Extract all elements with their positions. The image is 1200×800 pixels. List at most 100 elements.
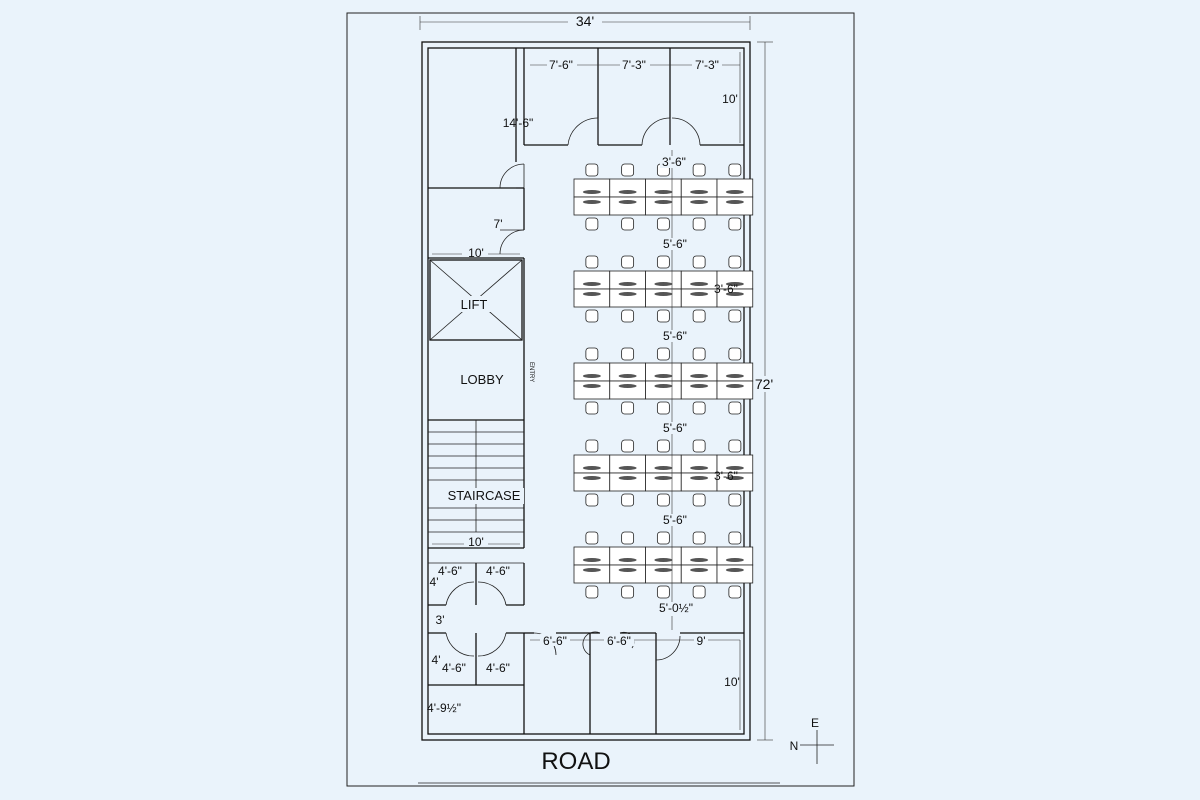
workstation-row: [573, 347, 754, 415]
toilet-block: 4'-6" 4'-6" 4' 3' 4' 4'-6" 4'-6" 4'-9½": [427, 562, 525, 715]
chair-icon: [728, 493, 742, 507]
monitor-icon: [725, 374, 744, 378]
chair-icon: [621, 309, 635, 323]
desk: [573, 362, 611, 382]
toilet-lower-right-width: 4'-6": [486, 661, 510, 675]
monitor-icon: [725, 292, 744, 296]
monitor-icon: [725, 190, 744, 194]
staircase-steps: [428, 420, 524, 533]
monitor-icon: [725, 568, 744, 572]
desk: [680, 196, 718, 216]
desk: [645, 178, 682, 198]
chair-icon: [728, 585, 742, 599]
monitor-icon: [690, 200, 709, 204]
chair-icon: [621, 163, 635, 177]
desk: [609, 546, 646, 566]
monitor-icon: [690, 384, 709, 388]
desk: [609, 564, 646, 584]
chair-icon: [585, 531, 599, 545]
chair-icon: [585, 585, 599, 599]
desk: [609, 270, 646, 290]
aisle-gap-3: 5'-6": [663, 421, 687, 435]
chair-icon: [621, 585, 635, 599]
monitor-icon: [582, 466, 601, 470]
overall-length-label: 72': [755, 376, 773, 392]
desk: [716, 472, 754, 492]
cabin-1-width: 7'-6": [549, 58, 573, 72]
monitor-icon: [654, 466, 673, 470]
toilet-lower-depth: 4': [432, 653, 441, 667]
monitor-icon: [582, 384, 601, 388]
lift-shaft: [429, 259, 523, 341]
chair-icon: [692, 493, 706, 507]
desk: [573, 178, 611, 198]
desk: [645, 270, 682, 290]
toilet-upper-depth: 4': [430, 575, 439, 589]
desk: [716, 288, 754, 308]
desk: [573, 270, 611, 290]
desk-depth-top: 3'-6": [662, 155, 686, 169]
monitor-icon: [618, 374, 637, 378]
desk: [573, 288, 611, 308]
chair-icon: [656, 217, 670, 231]
chair-icon: [692, 401, 706, 415]
chair-icon: [621, 255, 635, 269]
workstation-dimensions: 3'-6" 5'-6" 3'-6" 5'-6" 5'-6" 3'-6" 5'-6…: [654, 150, 738, 630]
desk: [680, 178, 718, 198]
monitor-icon: [582, 568, 601, 572]
monitor-icon: [654, 190, 673, 194]
chair-icon: [585, 309, 599, 323]
monitor-icon: [618, 200, 637, 204]
desk: [609, 288, 646, 308]
monitor-icon: [582, 292, 601, 296]
chair-icon: [692, 531, 706, 545]
desk: [680, 270, 718, 290]
monitor-icon: [618, 568, 637, 572]
chair-icon: [728, 531, 742, 545]
chair-icon: [692, 439, 706, 453]
desk: [716, 380, 754, 400]
desk: [609, 454, 646, 474]
chair-icon: [728, 401, 742, 415]
monitor-icon: [690, 292, 709, 296]
monitor-icon: [725, 466, 744, 470]
monitor-icon: [618, 476, 637, 480]
monitor-icon: [618, 558, 637, 562]
compass-north-label: N: [790, 739, 799, 753]
toilet-passage: 3': [436, 613, 445, 627]
cabin-3-width: 7'-3": [695, 58, 719, 72]
top-cabins: 7'-6" 7'-3" 7'-3" 10' 14'-6": [503, 48, 744, 146]
monitor-icon: [582, 200, 601, 204]
desk: [645, 472, 682, 492]
chair-icon: [656, 347, 670, 361]
chair-icon: [728, 347, 742, 361]
desk: [573, 196, 611, 216]
desk: [573, 472, 611, 492]
monitor-icon: [654, 568, 673, 572]
monitor-icon: [690, 374, 709, 378]
chair-icon: [656, 585, 670, 599]
overall-width-dimension: 34': [419, 13, 751, 30]
monitor-icon: [582, 190, 601, 194]
lift-label: LIFT: [461, 297, 488, 312]
desk: [645, 196, 682, 216]
chair-icon: [621, 401, 635, 415]
entry-label: ENTRY: [528, 362, 534, 382]
chair-icon: [585, 493, 599, 507]
monitor-icon: [725, 200, 744, 204]
desk: [680, 454, 718, 474]
bottom-cabin-2-width: 6'-6": [607, 634, 631, 648]
monitor-icon: [654, 476, 673, 480]
monitor-icon: [654, 200, 673, 204]
chair-icon: [692, 163, 706, 177]
monitor-icon: [654, 558, 673, 562]
workstation-row: [573, 163, 754, 231]
chair-icon: [585, 439, 599, 453]
desk: [573, 380, 611, 400]
toilet-lower-left-width: 4'-6": [442, 661, 466, 675]
desk: [609, 472, 646, 492]
desk: [680, 380, 718, 400]
chair-icon: [728, 163, 742, 177]
desk: [573, 546, 611, 566]
